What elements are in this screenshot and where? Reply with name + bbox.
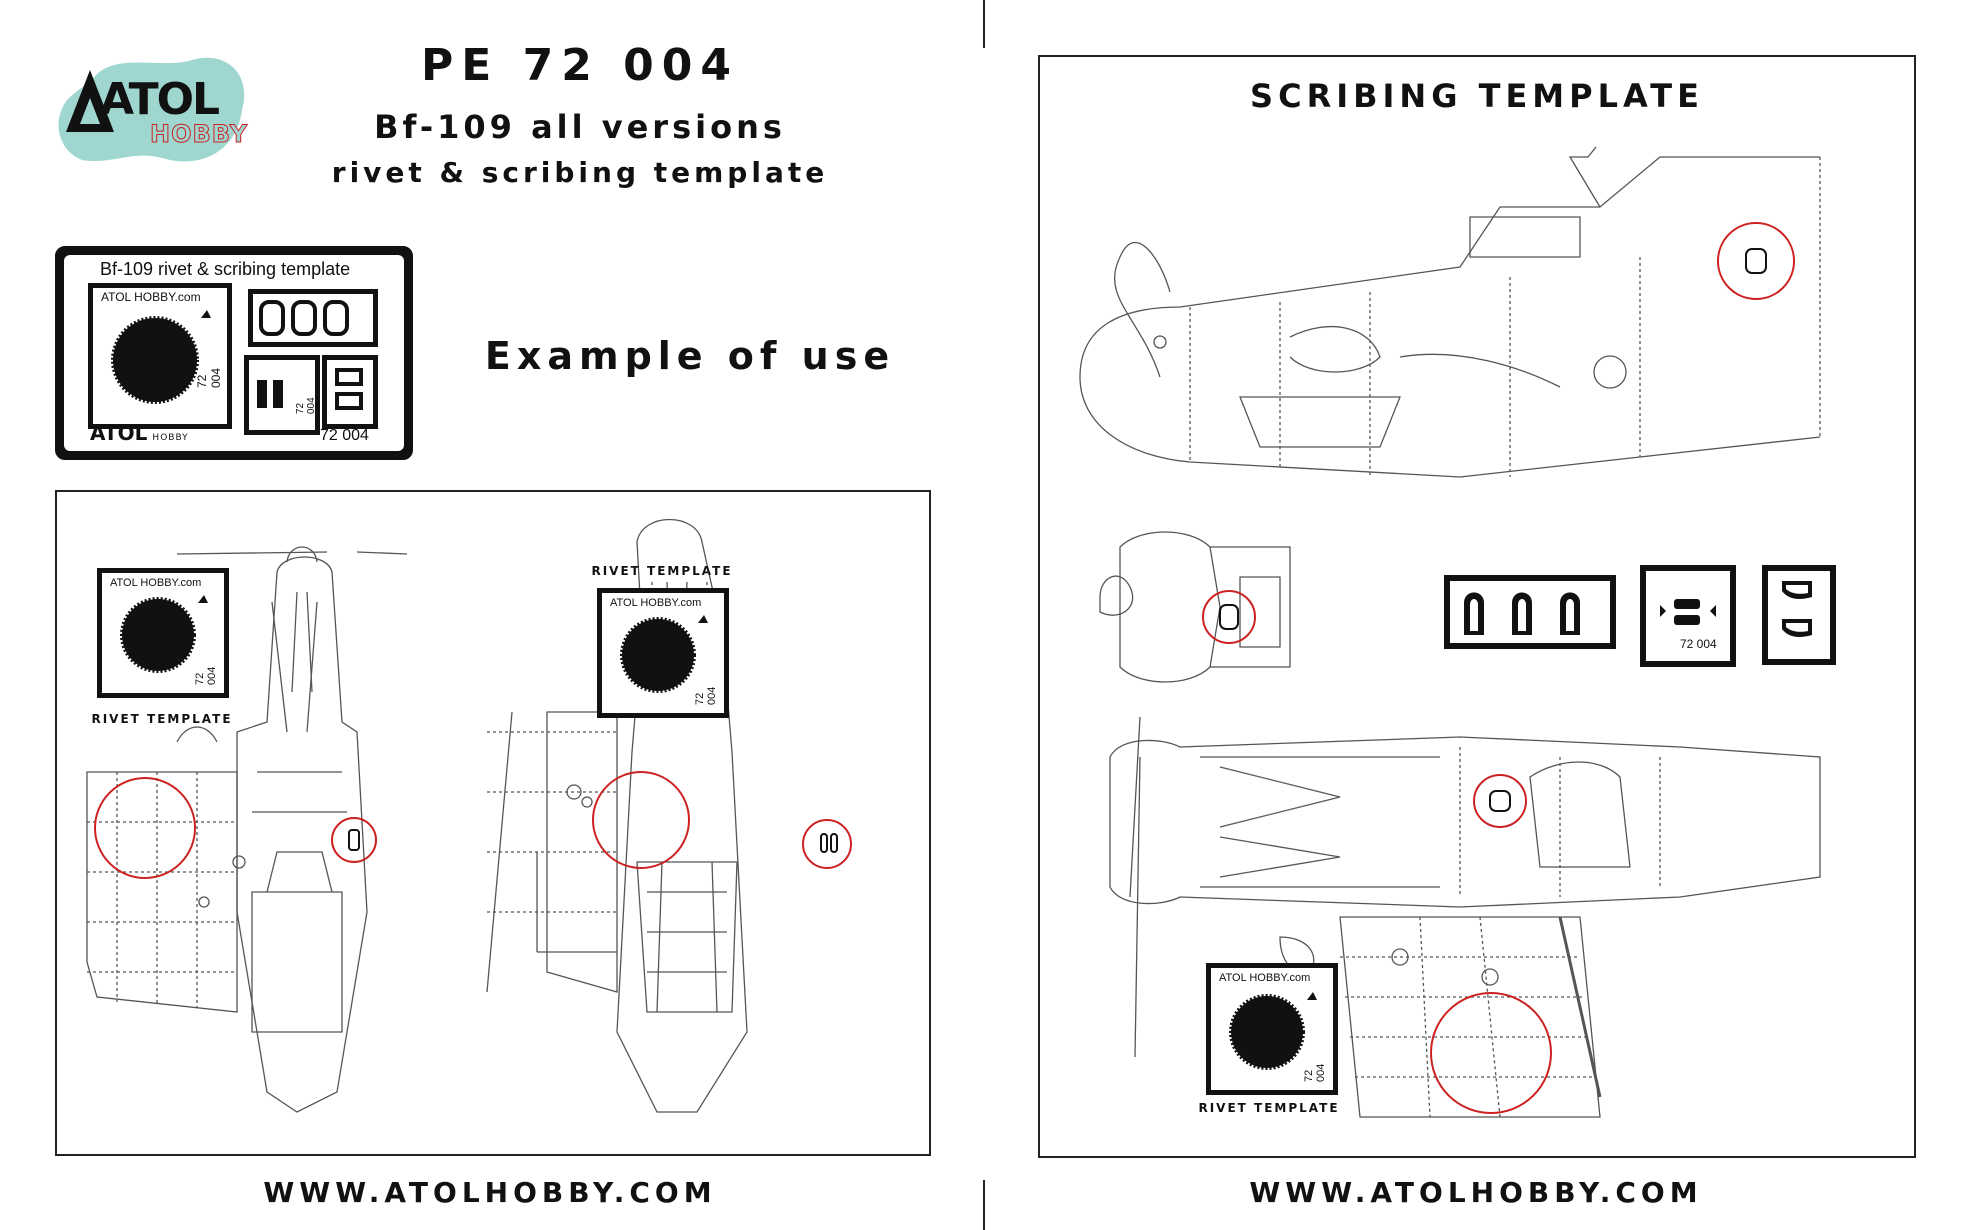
fret-logo: ATOL HOBBY	[90, 421, 189, 445]
product-code: PE 72 004	[420, 40, 740, 91]
windows-icon	[1782, 581, 1812, 637]
rivet-wheel-icon	[1229, 992, 1317, 1070]
slots-icon	[1660, 599, 1716, 625]
scribe-arch-stencil	[1444, 575, 1616, 649]
rivet-template-label-a: RIVET TEMPLATE	[91, 712, 233, 726]
rivet-template-b: ATOL HOBBY.com 72 004	[597, 588, 729, 718]
bottom-divider	[983, 1180, 985, 1230]
scribing-heading: SCRIBING TEMPLATE	[1250, 77, 1704, 115]
rivet-wheel-icon	[620, 615, 708, 693]
scribing-panel: SCRIBING TEMPLATE	[1038, 55, 1916, 1158]
scribe-window-stencil	[1762, 565, 1836, 665]
rivet-template-c: ATOL HOBBY.com 72 004	[1206, 963, 1338, 1095]
logo-sub: HOBBY	[149, 120, 249, 149]
rivet-template-label-c: RIVET TEMPLATE	[1198, 1101, 1340, 1115]
slots-icon	[257, 380, 283, 408]
windows-icon	[335, 368, 363, 410]
product-description: rivet & scribing template	[331, 156, 829, 189]
example-panel: ATOL HOBBY.com 72 004 RIVET TEMPLATE RIV…	[55, 490, 931, 1156]
atol-hobby-logo: ATOL HOBBY	[52, 40, 252, 170]
rivet-wheel-icon	[120, 595, 208, 673]
footer-url-left[interactable]: WWW.ATOLHOBBY.COM	[263, 1176, 717, 1209]
rivet-template-a: ATOL HOBBY.com 72 004	[97, 568, 229, 698]
rivet-wheel-icon	[111, 310, 211, 404]
arch-openings-icon	[259, 300, 349, 336]
logo-brand: ATOL	[100, 74, 220, 125]
arch-openings-icon	[1464, 592, 1580, 635]
fret-title: Bf-109 rivet & scribing template	[100, 259, 351, 279]
scribe-code: 72 004	[1680, 637, 1717, 651]
top-divider	[983, 0, 985, 48]
top-view-drawings-icon	[86, 519, 852, 1113]
fret-code: 72 004	[320, 427, 369, 444]
logo-blob-icon	[58, 57, 245, 162]
fret-windows	[322, 355, 378, 429]
fret-sheet: Bf-109 rivet & scribing template ATOL HO…	[55, 246, 413, 460]
rivet-template-label-b: RIVET TEMPLATE	[591, 564, 733, 578]
fret-arch-openings	[248, 289, 378, 347]
footer-url-right[interactable]: WWW.ATOLHOBBY.COM	[1249, 1176, 1703, 1209]
fret-rivet-wheel: ATOL HOBBY.com 72 004	[88, 283, 232, 429]
side-view-drawings-icon	[1079, 146, 1821, 1118]
fret-slots: 72 004	[244, 355, 320, 435]
example-heading: Example of use	[484, 334, 896, 378]
product-subject: Bf-109 all versions	[374, 108, 786, 146]
scribe-slot-stencil: 72 004	[1640, 565, 1736, 667]
